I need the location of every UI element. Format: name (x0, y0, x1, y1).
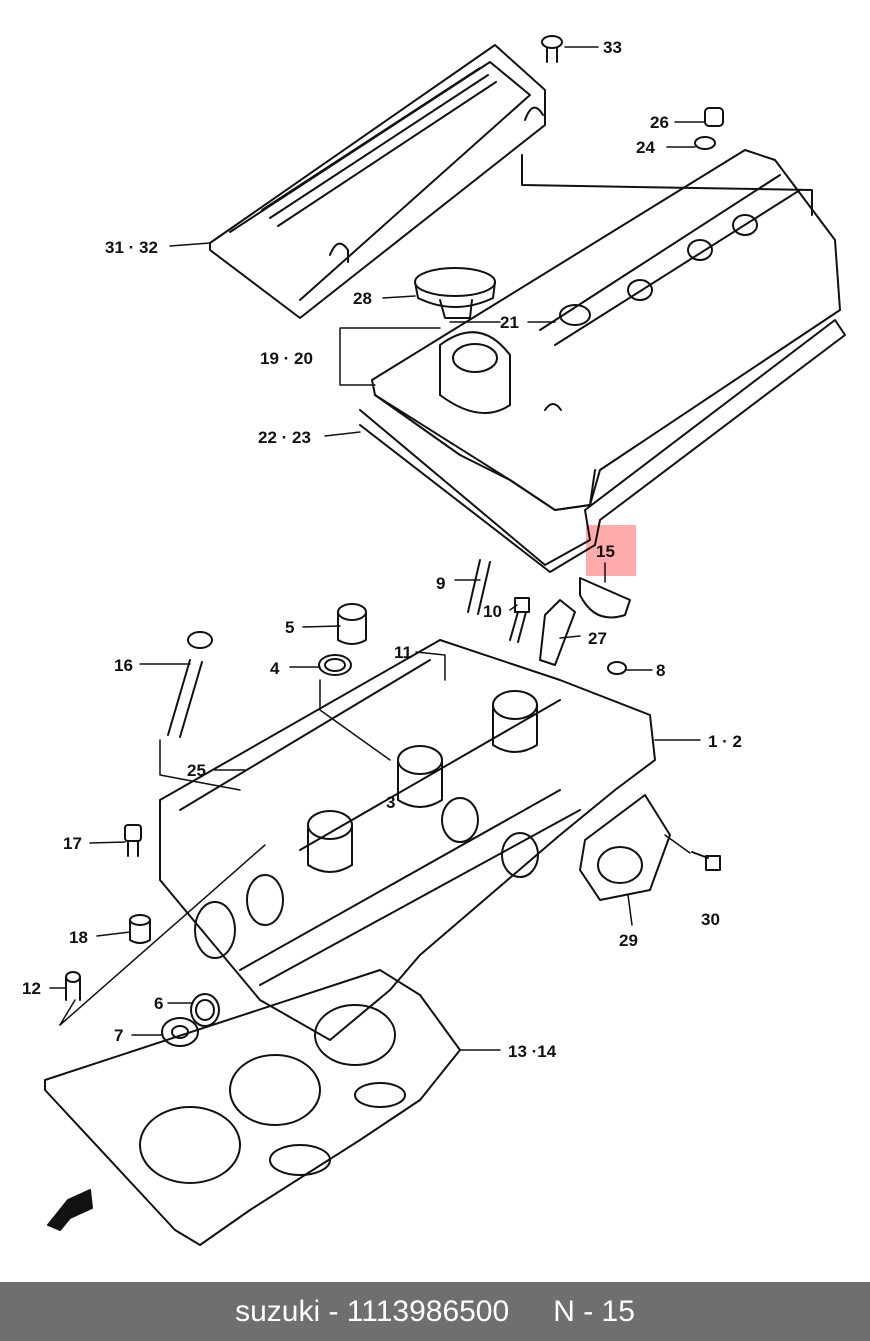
stud-9 (467, 559, 491, 615)
exploded-view-drawing (44, 35, 846, 1246)
label-9: 9 (436, 574, 446, 593)
water-outlet-housing (579, 794, 671, 901)
long-bolt-16 (167, 631, 213, 738)
highlight-part-15 (586, 525, 636, 576)
label-21: 21 (500, 313, 519, 332)
label-5: 5 (285, 618, 295, 637)
oring-4 (318, 654, 352, 676)
label-22-23: 22 · 23 (258, 428, 311, 447)
label-11: 11 (394, 643, 412, 662)
bolt-33 (541, 35, 563, 63)
front-arrow-icon (47, 1189, 93, 1231)
label-29: 29 (619, 931, 638, 950)
bolt-8 (607, 661, 627, 675)
head-gasket (44, 969, 461, 1246)
label-28: 28 (353, 289, 372, 308)
label-7: 7 (114, 1026, 124, 1045)
label-16: 16 (114, 656, 133, 675)
bolt-17 (124, 824, 142, 857)
cylinder-head (159, 639, 656, 1041)
gasket-6 (190, 993, 220, 1027)
footer-reference: N - 15 (553, 1294, 635, 1328)
label-1-2: 1 · 2 (708, 732, 743, 751)
plug-5 (337, 603, 367, 645)
label-25: 25 (187, 761, 206, 780)
parts-diagram: 33 26 24 31 · 32 28 21 19 · 20 22 · 23 1… (22, 35, 846, 1246)
label-27: 27 (588, 629, 607, 648)
nut-26-washer-24 (694, 107, 724, 150)
label-15: 15 (596, 542, 615, 561)
label-17: 17 (63, 834, 82, 853)
bolt-10 (509, 597, 530, 643)
footer-part-number: suzuki - 1113986500 (235, 1294, 510, 1328)
label-18: 18 (69, 928, 88, 947)
label-30: 30 (701, 910, 720, 929)
bolt-30 (691, 851, 721, 871)
label-19-20: 19 · 20 (260, 349, 313, 368)
label-8: 8 (656, 661, 666, 680)
label-13-14: 13 ·14 (508, 1042, 557, 1061)
oil-filler-cap (414, 267, 496, 319)
label-31-32: 31 · 32 (105, 238, 158, 257)
footer-caption-bar: suzuki - 1113986500 N - 15 (0, 1282, 870, 1341)
label-3: 3 (386, 793, 396, 812)
dowel-18 (129, 914, 151, 944)
label-10: 10 (483, 602, 502, 621)
cylinder-head-cover-top (209, 44, 546, 319)
label-4: 4 (270, 659, 280, 678)
label-26: 26 (650, 113, 669, 132)
sensor-12 (65, 971, 81, 1001)
label-24: 24 (636, 138, 655, 157)
label-6: 6 (154, 994, 164, 1013)
cover-gasket (359, 319, 846, 573)
half-moon-seal (579, 577, 631, 619)
label-12: 12 (22, 979, 41, 998)
cylinder-head-cover (371, 149, 841, 511)
label-33: 33 (603, 38, 622, 57)
spark-plug (539, 599, 576, 666)
